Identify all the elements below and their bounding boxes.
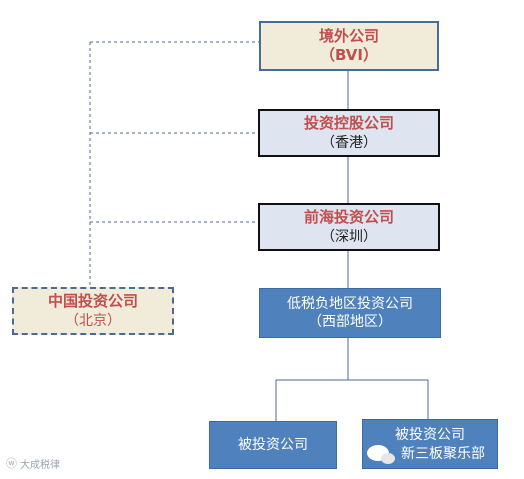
node-china-beijing-title: 中国投资公司 bbox=[47, 292, 138, 311]
node-qianhai-sz-subtitle: （深圳） bbox=[321, 228, 377, 245]
node-offshore-bvi-subtitle: （BVI） bbox=[319, 46, 378, 64]
node-holding-hk-title: 投资控股公司 bbox=[303, 114, 394, 133]
node-low-tax-west-subtitle: （西部地区） bbox=[308, 314, 392, 330]
node-low-tax-west-title: 低税负地区投资公司 bbox=[287, 295, 413, 312]
watermark-right-text: 新三板聚乐部 bbox=[401, 446, 485, 462]
node-china-beijing-subtitle: （北京） bbox=[65, 312, 121, 329]
watermark-left: ⓦ 大成税律 bbox=[6, 455, 60, 471]
node-invested-2-title: 被投资公司 bbox=[395, 426, 465, 443]
node-invested-2: 被投资公司 bbox=[362, 419, 498, 469]
node-offshore-bvi-title: 境外公司 bbox=[318, 26, 379, 45]
node-invested-1-title: 被投资公司 bbox=[238, 436, 308, 453]
node-qianhai-sz: 前海投资公司 （深圳） bbox=[258, 203, 440, 251]
node-low-tax-west: 低税负地区投资公司 （西部地区） bbox=[259, 288, 441, 338]
node-qianhai-sz-title: 前海投资公司 bbox=[303, 208, 394, 227]
node-holding-hk: 投资控股公司 （香港） bbox=[258, 109, 440, 157]
node-holding-hk-subtitle: （香港） bbox=[321, 134, 377, 151]
node-china-beijing: 中国投资公司 （北京） bbox=[12, 287, 174, 335]
watermark-left-text: 大成税律 bbox=[20, 459, 60, 471]
weibo-icon: ⓦ bbox=[6, 457, 17, 470]
node-offshore-bvi: 境外公司 （BVI） bbox=[259, 21, 439, 71]
wechat-icon bbox=[367, 445, 395, 464]
watermark-right: 新三板聚乐部 bbox=[367, 443, 485, 464]
node-invested-1: 被投资公司 bbox=[209, 421, 337, 469]
